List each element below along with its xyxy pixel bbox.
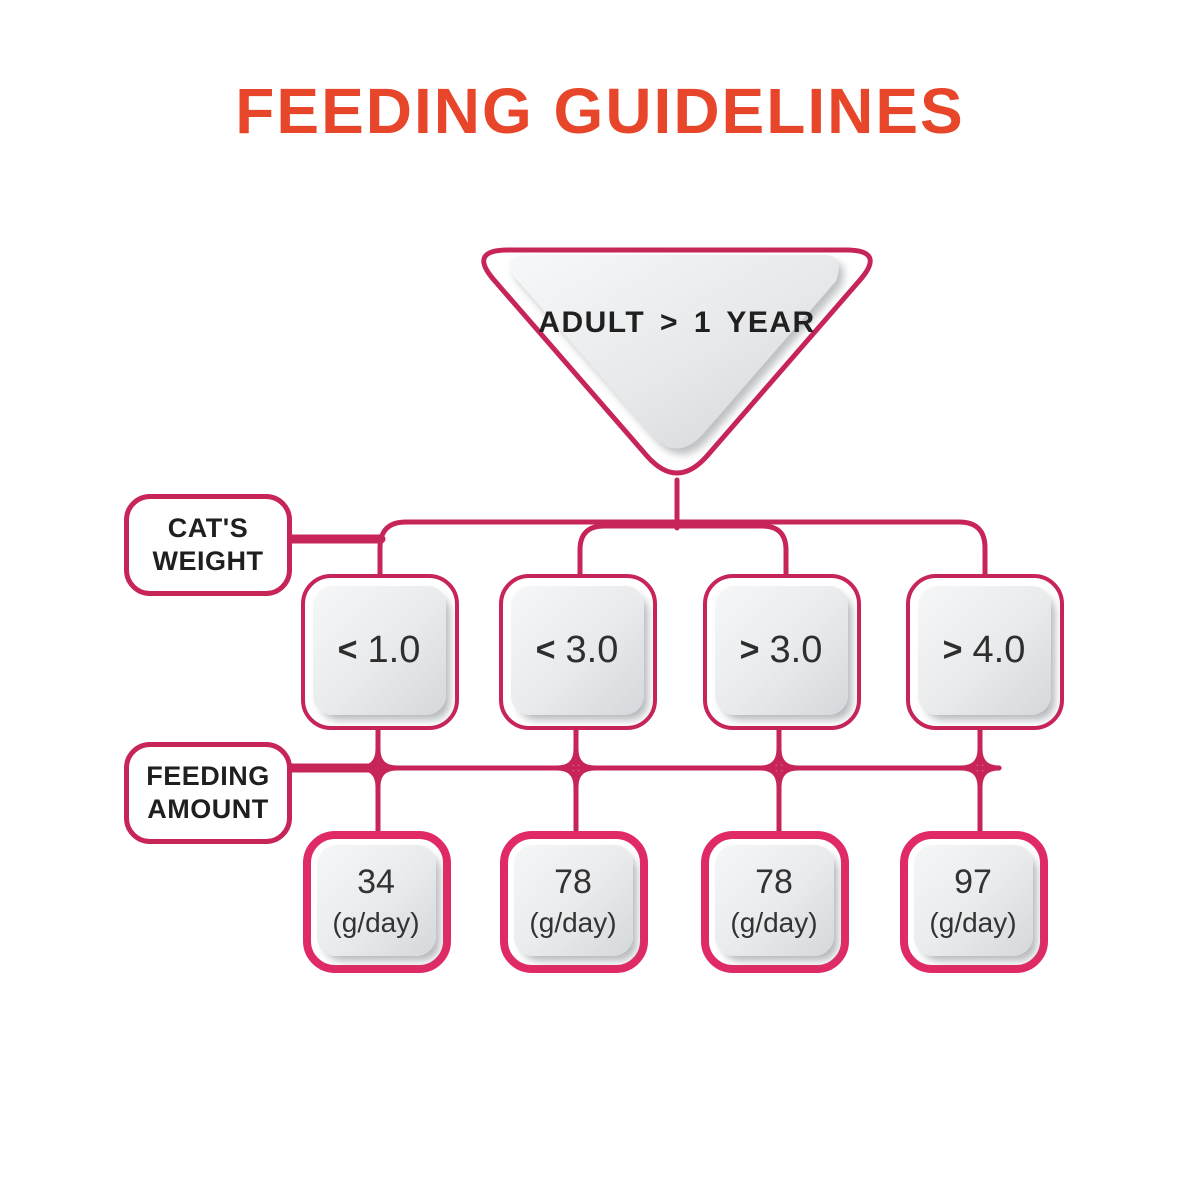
amount-unit: (g/day): [929, 906, 1017, 938]
weight-value: 3.0: [769, 628, 823, 671]
root-node-triangle: [481, 247, 873, 476]
amount-value: 78: [755, 863, 793, 902]
weight-node-face: > 4.0: [917, 585, 1051, 715]
weight-node-2: < 3.0: [499, 574, 657, 730]
triangle-fill: [508, 255, 839, 449]
amount-value: 78: [554, 863, 592, 902]
root-node-label: ADULT > 1 YEAR: [538, 306, 816, 339]
weight-symbol: >: [942, 630, 963, 669]
weight-bus-inner: [577, 523, 789, 581]
weight-symbol: <: [535, 630, 556, 669]
amount-node-face: 97 (g/day): [913, 844, 1033, 956]
amount-unit: (g/day): [730, 906, 818, 938]
amount-node-4: 97 (g/day): [900, 831, 1048, 973]
row-label-feeding-amount: FEEDING AMOUNT: [124, 742, 292, 844]
row-label-line: CAT'S: [167, 513, 249, 544]
weight-value: 4.0: [972, 628, 1026, 671]
weight-bus-outer: [377, 519, 988, 581]
row-label-line: AMOUNT: [147, 794, 269, 824]
weight-node-4: > 4.0: [906, 574, 1064, 730]
weight-symbol: <: [337, 630, 358, 669]
weight-node-1: < 1.0: [301, 574, 459, 730]
row-label-cats-weight: CAT'S WEIGHT: [124, 494, 292, 596]
amount-node-face: 78 (g/day): [714, 844, 834, 956]
amount-node-face: 34 (g/day): [316, 844, 436, 956]
weight-value: 3.0: [565, 628, 619, 671]
weight-symbol: >: [739, 630, 760, 669]
page-title: FEEDING GUIDELINES: [235, 75, 965, 147]
amount-node-2: 78 (g/day): [500, 831, 648, 973]
amount-node-3: 78 (g/day): [701, 831, 849, 973]
row-label-line: FEEDING: [146, 761, 270, 792]
amount-node-1: 34 (g/day): [303, 831, 451, 973]
weight-node-face: > 3.0: [714, 585, 848, 715]
amount-unit: (g/day): [332, 906, 420, 938]
amount-node-face: 78 (g/day): [513, 844, 633, 956]
amount-unit: (g/day): [529, 906, 617, 938]
weight-node-3: > 3.0: [703, 574, 861, 730]
connector-lines: [284, 477, 1002, 836]
weight-node-face: < 3.0: [510, 585, 644, 715]
amount-value: 97: [954, 863, 992, 902]
amount-value: 34: [357, 863, 395, 902]
weight-value: 1.0: [367, 628, 421, 671]
row-label-line: WEIGHT: [152, 546, 264, 576]
weight-node-face: < 1.0: [312, 585, 446, 715]
